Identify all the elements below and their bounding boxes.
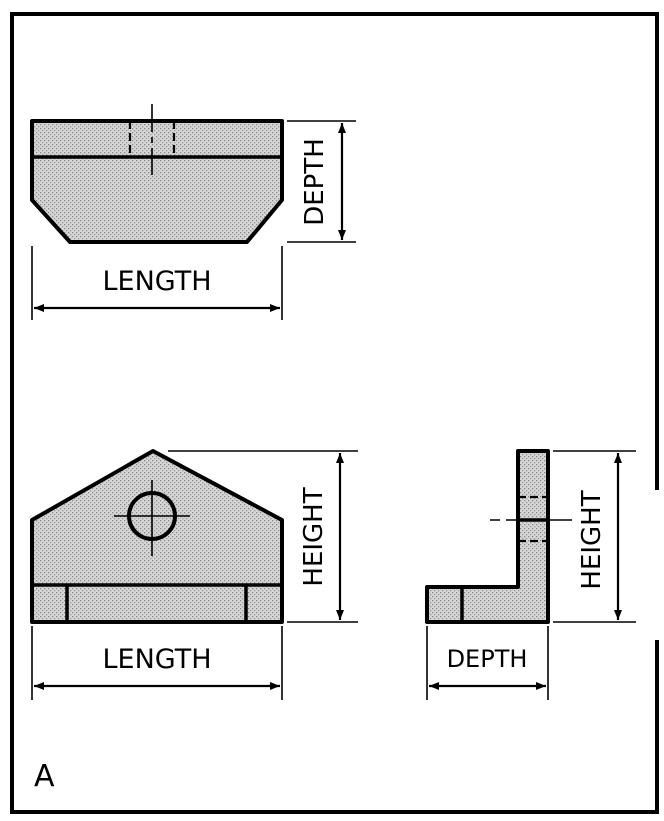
side-view: HEIGHT DEPTH <box>425 449 636 700</box>
side-height-label: HEIGHT <box>577 490 607 589</box>
front-view: HEIGHT LENGTH <box>30 449 358 700</box>
top-depth-label: DEPTH <box>300 138 330 226</box>
drawing-frame <box>10 12 659 814</box>
top-view: DEPTH LENGTH <box>30 104 356 320</box>
side-view-outline <box>425 449 550 624</box>
top-view-outline <box>30 119 284 244</box>
side-depth-label: DEPTH <box>447 645 528 673</box>
front-length-label: LENGTH <box>102 644 211 675</box>
front-height-label: HEIGHT <box>299 487 329 586</box>
top-length-label: LENGTH <box>102 266 211 297</box>
figure-letter: A <box>34 759 55 794</box>
